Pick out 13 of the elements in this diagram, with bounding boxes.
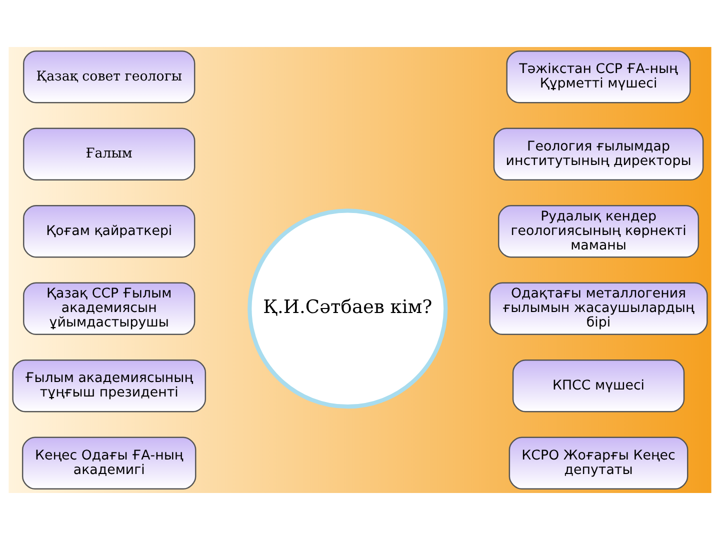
node-box: Қоғам қайраткері xyxy=(23,205,196,258)
node-box: Ғылым академиясының тұңғыш президенті xyxy=(12,360,206,412)
node-box: Қазақ ССР Ғылым академиясын ұйымдастырушы xyxy=(23,282,196,335)
node-box: КПСС мүшесі xyxy=(512,360,685,412)
node-box: Тәжікстан ССР ҒА-ның Құрметті мүшесі xyxy=(506,50,691,104)
node-box: Кеңес Одағы ҒА-ның академигі xyxy=(22,436,196,490)
node-box: Рудалық кендер геологиясының көрнекті маманы xyxy=(498,205,700,258)
node-box: Қазақ совет геологы xyxy=(23,50,196,104)
node-box: КСРО Жоғарғы Кеңес депутаты xyxy=(508,436,688,490)
node-box: Геология ғылымдар институтының директоры xyxy=(493,128,704,180)
node-box: Ғалым xyxy=(23,128,196,180)
node-circle: Қ.И.Сәтбаев кім? xyxy=(248,208,448,409)
node-box: Одақтағы металлогения ғылымын жасаушылардың бірі xyxy=(489,282,708,335)
